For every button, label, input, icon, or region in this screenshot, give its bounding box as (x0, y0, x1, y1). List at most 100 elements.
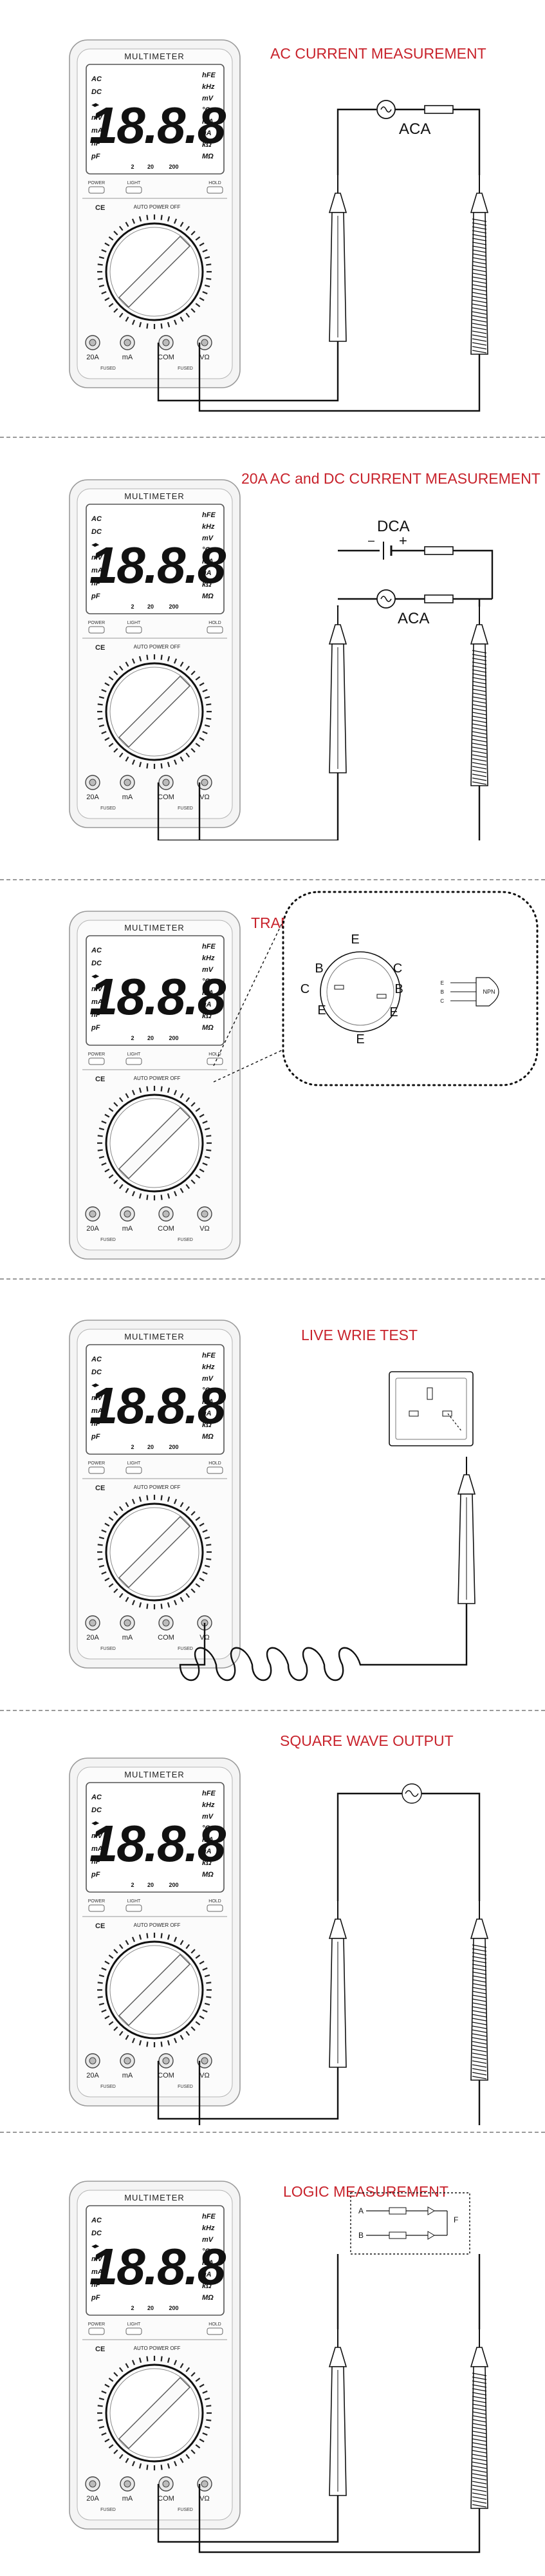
grip-hatch (472, 1964, 487, 1967)
jack-label: VΩ (199, 354, 210, 361)
meter-button[interactable] (125, 1466, 142, 1474)
red-test-probe[interactable] (328, 1901, 347, 2068)
dial-tick (195, 236, 201, 241)
dial-tick (113, 1588, 118, 1593)
black-test-probe[interactable] (470, 607, 489, 786)
lcd-right-annunciator: μA (201, 1848, 212, 1855)
dial-tick (108, 676, 114, 681)
grip-hatch (472, 288, 487, 292)
dial-tick (98, 2397, 105, 2401)
lcd-right-annunciator: hFE (202, 2213, 216, 2221)
lcd-left-annunciator: AC (91, 2217, 102, 2224)
dial-tick (104, 682, 110, 687)
dial-tick (118, 1593, 124, 1598)
meter-button[interactable] (125, 186, 142, 194)
dial-tick (131, 2461, 136, 2467)
dial-tick (113, 231, 118, 236)
meter-button[interactable] (125, 1904, 142, 1912)
grip-hatch (472, 1956, 487, 1960)
lcd-range-mark: 20 (147, 164, 154, 170)
multimeter: MULTIMETER18.8.8ACDC◂▸mVmAnFpFhFEkHzmV°C… (69, 1757, 241, 2107)
meter-button[interactable] (88, 1466, 105, 1474)
dial-tick (118, 225, 124, 231)
meter-button[interactable] (207, 1057, 223, 1065)
dial-tick (108, 1174, 114, 1179)
dial-tick (101, 730, 107, 735)
meter-button[interactable] (125, 626, 142, 634)
panel-diagram: MULTIMETER18.8.8ACDC◂▸mVmAnFpFhFEkHzmV°C… (69, 891, 539, 1260)
grip-hatch (472, 685, 487, 688)
lcd-right-annunciator: kHz (202, 1363, 215, 1371)
meter-button[interactable] (88, 1904, 105, 1912)
dial-tick (190, 670, 196, 676)
socket-slot (334, 985, 344, 990)
black-test-probe[interactable] (470, 2329, 489, 2509)
dial-tick (104, 242, 110, 247)
meter-button[interactable] (88, 186, 105, 194)
jack-hole (124, 1210, 131, 1218)
jack-hole (124, 2057, 131, 2065)
dial-tick (190, 748, 196, 753)
lcd-right-annunciator: °C (202, 1387, 210, 1394)
grip-hatch (472, 739, 487, 743)
red-test-probe[interactable] (328, 2329, 347, 2496)
meter-button[interactable] (207, 1466, 223, 1474)
lcd-right-annunciator: hFE (202, 943, 216, 951)
lcd-screen (86, 64, 225, 175)
lcd-left-annunciator: pF (91, 592, 100, 600)
button-label: POWER (88, 181, 105, 185)
dial-tick (173, 658, 178, 664)
dial-tick (195, 2377, 201, 2382)
dial-tick (138, 1602, 142, 1608)
dial-tick (125, 2458, 129, 2463)
lcd-right-annunciator: °C (202, 978, 210, 985)
lcd-left-annunciator: nF (91, 1420, 100, 1428)
dial-tick (113, 670, 118, 676)
meter-button[interactable] (207, 2327, 223, 2335)
auto-power-off-label: AUTO POWER OFF (134, 1922, 181, 1928)
dial-tick (131, 1937, 136, 1942)
dial-tick (206, 703, 212, 706)
meter-button[interactable] (88, 626, 105, 634)
red-test-probe[interactable] (328, 607, 347, 773)
dial-tick (206, 2419, 212, 2421)
dial-tick (190, 1949, 196, 1954)
ce-mark: CE (95, 1922, 105, 1930)
lcd-left-annunciator: pF (91, 2294, 100, 2302)
meter-button[interactable] (207, 626, 223, 634)
black-test-probe[interactable] (470, 1901, 489, 2081)
grip-hatch (472, 669, 487, 673)
meter-button[interactable] (207, 1904, 223, 1912)
meter-button[interactable] (207, 186, 223, 194)
grip-hatch (472, 2072, 487, 2076)
dial-tick (185, 1097, 190, 1103)
dial-tick (206, 263, 212, 266)
meter-button[interactable] (125, 2327, 142, 2335)
test-lead (157, 2061, 339, 2120)
dial-pointer (118, 2377, 190, 2449)
meter-button[interactable] (125, 1057, 142, 1065)
dial-tick (104, 1113, 110, 1118)
button-label: POWER (88, 2322, 105, 2327)
dial-tick (202, 1162, 208, 1166)
meter-button[interactable] (88, 2327, 105, 2335)
transistor-body (476, 977, 499, 1007)
dial-tick (195, 743, 201, 748)
grip-hatch (472, 2380, 487, 2384)
grip-hatch (472, 719, 487, 723)
lcd-right-annunciator: mV (202, 2236, 214, 2244)
red-test-probe[interactable] (457, 1457, 476, 1604)
grip-hatch (472, 1975, 487, 1979)
black-test-probe[interactable] (470, 175, 489, 355)
dial-tick (167, 1496, 171, 1502)
dial-tick (131, 2038, 136, 2043)
grip-hatch (472, 665, 487, 669)
meter-button[interactable] (88, 1057, 105, 1065)
red-test-probe[interactable] (328, 175, 347, 342)
grip-hatch (472, 2438, 487, 2442)
lcd-right-annunciator: kΩ (202, 581, 212, 589)
grip-hatch (472, 222, 487, 226)
lcd-left-annunciator: mV (91, 1832, 104, 1840)
lcd-left-annunciator: mA (91, 567, 103, 574)
